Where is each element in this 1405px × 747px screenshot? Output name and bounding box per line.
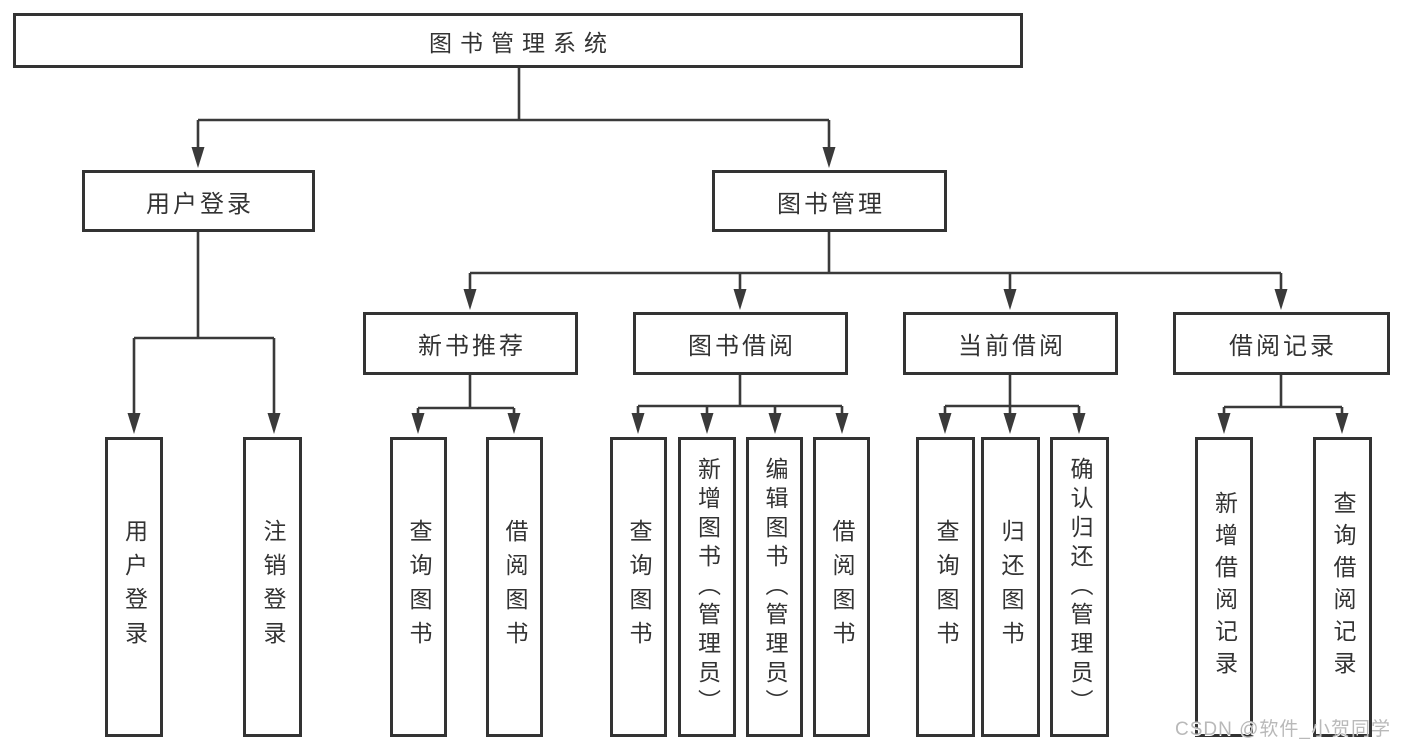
node-leaf-query-borrow-record: 查询借阅记录 bbox=[1313, 437, 1372, 737]
node-current-borrowing: 当前借阅 bbox=[903, 312, 1118, 375]
node-leaf-borrow-books-2-label: 借阅图书 bbox=[829, 519, 855, 655]
node-borrowing-records-label: 借阅记录 bbox=[1229, 333, 1337, 360]
node-user-login: 用户登录 bbox=[82, 170, 315, 232]
node-leaf-add-books-admin-label: 新增图书（管理员） bbox=[694, 456, 721, 718]
node-leaf-logout-label: 注销登录 bbox=[260, 519, 286, 655]
node-leaf-return-books-label: 归还图书 bbox=[998, 519, 1024, 655]
node-leaf-confirm-return-admin-label: 确认归还（管理员） bbox=[1067, 456, 1093, 718]
node-user-login-label: 用户登录 bbox=[146, 190, 254, 218]
node-leaf-borrow-books-1-label: 借阅图书 bbox=[502, 519, 528, 655]
node-leaf-add-borrow-record: 新增借阅记录 bbox=[1195, 437, 1253, 737]
node-leaf-query-books-1: 查询图书 bbox=[390, 437, 447, 737]
node-leaf-query-books-3: 查询图书 bbox=[916, 437, 975, 737]
node-root-label: 图书管理系统 bbox=[429, 29, 615, 56]
node-leaf-logout: 注销登录 bbox=[243, 437, 302, 737]
node-leaf-query-books-1-label: 查询图书 bbox=[406, 519, 432, 655]
node-leaf-query-books-2: 查询图书 bbox=[610, 437, 667, 737]
node-leaf-user-login: 用户登录 bbox=[105, 437, 163, 737]
node-leaf-add-borrow-record-label: 新增借阅记录 bbox=[1211, 491, 1238, 683]
node-leaf-confirm-return-admin: 确认归还（管理员） bbox=[1050, 437, 1109, 737]
node-book-management-label: 图书管理 bbox=[777, 190, 885, 218]
node-leaf-query-borrow-record-label: 查询借阅记录 bbox=[1330, 491, 1356, 683]
node-current-borrowing-label: 当前借阅 bbox=[958, 333, 1066, 360]
node-new-book-recommendation-label: 新书推荐 bbox=[418, 333, 526, 360]
node-leaf-add-books-admin: 新增图书（管理员） bbox=[678, 437, 736, 737]
node-root-library-system: 图书管理系统 bbox=[13, 13, 1023, 68]
node-leaf-edit-books-admin: 编辑图书（管理员） bbox=[746, 437, 803, 737]
node-borrowing-records: 借阅记录 bbox=[1173, 312, 1390, 375]
node-leaf-borrow-books-2: 借阅图书 bbox=[813, 437, 870, 737]
node-book-management: 图书管理 bbox=[712, 170, 947, 232]
node-book-borrowing-label: 图书借阅 bbox=[688, 333, 796, 360]
node-leaf-return-books: 归还图书 bbox=[981, 437, 1040, 737]
node-leaf-user-login-label: 用户登录 bbox=[121, 519, 148, 655]
node-leaf-query-books-2-label: 查询图书 bbox=[626, 519, 652, 655]
node-book-borrowing: 图书借阅 bbox=[633, 312, 848, 375]
watermark-text: CSDN @软件_小贺同学 bbox=[1175, 719, 1391, 740]
node-new-book-recommendation: 新书推荐 bbox=[363, 312, 578, 375]
node-leaf-edit-books-admin-label: 编辑图书（管理员） bbox=[762, 456, 788, 718]
node-leaf-query-books-3-label: 查询图书 bbox=[933, 519, 959, 655]
node-leaf-borrow-books-1: 借阅图书 bbox=[486, 437, 543, 737]
